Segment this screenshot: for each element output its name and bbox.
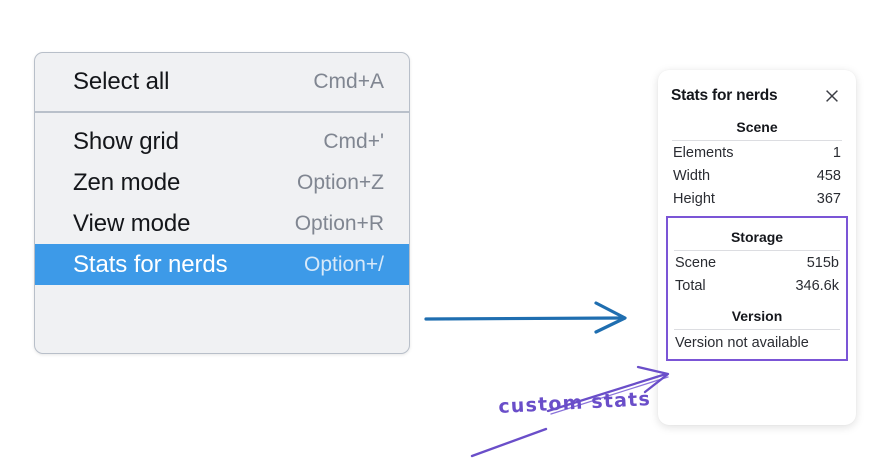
stat-label: Width bbox=[673, 168, 711, 184]
purple-underline-stroke bbox=[470, 427, 548, 458]
section-divider bbox=[674, 250, 840, 251]
menu-item-shortcut: Option+R bbox=[294, 211, 384, 235]
menu-item-stats-for-nerds[interactable]: Stats for nerds Option+/ bbox=[35, 244, 409, 285]
section-divider bbox=[674, 329, 840, 330]
menu-group-2: Show grid Cmd+' Zen mode Option+Z View m… bbox=[35, 111, 409, 294]
stat-label: Elements bbox=[673, 145, 734, 161]
stat-value: 346.6k bbox=[795, 278, 839, 294]
section-divider bbox=[672, 140, 842, 141]
menu-item-label: Select all bbox=[73, 67, 170, 95]
menu-item-zen-mode[interactable]: Zen mode Option+Z bbox=[35, 162, 409, 203]
stat-row: Total 346.6k bbox=[673, 274, 841, 297]
stats-section-version: Version Version not available bbox=[666, 297, 848, 361]
menu-item-shortcut: Cmd+' bbox=[323, 129, 384, 153]
section-heading: Scene bbox=[736, 119, 778, 135]
menu-item-label: Show grid bbox=[73, 127, 179, 155]
stat-label: Total bbox=[675, 278, 706, 294]
menu-item-label: View mode bbox=[73, 209, 191, 237]
stat-row: Elements 1 bbox=[671, 141, 843, 164]
stat-label: Scene bbox=[675, 255, 717, 271]
menu-item-label: Zen mode bbox=[73, 168, 181, 196]
stats-panel-title: Stats for nerds bbox=[671, 87, 778, 104]
stat-row: Scene 515b bbox=[673, 251, 841, 274]
menu-group-1: Select all Cmd+A bbox=[35, 53, 409, 111]
section-heading: Storage bbox=[730, 229, 784, 245]
menu-item-select-all[interactable]: Select all Cmd+A bbox=[35, 61, 409, 102]
stats-section-storage: Storage Scene 515b Total 346.6k bbox=[666, 216, 848, 297]
menu-item-shortcut: Cmd+A bbox=[313, 69, 384, 93]
version-value: Version not available bbox=[675, 335, 809, 351]
menu-item-shortcut: Option+Z bbox=[297, 170, 384, 194]
stat-row: Height 367 bbox=[671, 187, 843, 210]
blue-arrow-icon bbox=[424, 301, 627, 334]
stat-value: 1 bbox=[832, 145, 841, 161]
menu-item-show-grid[interactable]: Show grid Cmd+' bbox=[35, 121, 409, 162]
stats-section-scene: Scene Elements 1 Width 458 Height 367 bbox=[671, 108, 843, 210]
stats-for-nerds-panel: Stats for nerds Scene Elements 1 Width 4… bbox=[658, 70, 856, 425]
menu-item-view-mode[interactable]: View mode Option+R bbox=[35, 203, 409, 244]
stat-value: 458 bbox=[816, 168, 841, 184]
stat-value: 367 bbox=[816, 191, 841, 207]
custom-stats-annotation-label: custom stats bbox=[497, 388, 652, 418]
stats-panel-header: Stats for nerds bbox=[671, 84, 843, 108]
close-icon[interactable] bbox=[823, 87, 841, 105]
context-menu: Select all Cmd+A Show grid Cmd+' Zen mod… bbox=[34, 52, 410, 354]
stat-value: 515b bbox=[806, 255, 839, 271]
section-heading: Version bbox=[731, 308, 783, 324]
menu-item-label: Stats for nerds bbox=[73, 250, 228, 278]
menu-item-shortcut: Option+/ bbox=[304, 252, 384, 276]
stat-label: Height bbox=[673, 191, 715, 207]
stat-row: Width 458 bbox=[671, 164, 843, 187]
purple-arrow-icon bbox=[546, 365, 670, 415]
